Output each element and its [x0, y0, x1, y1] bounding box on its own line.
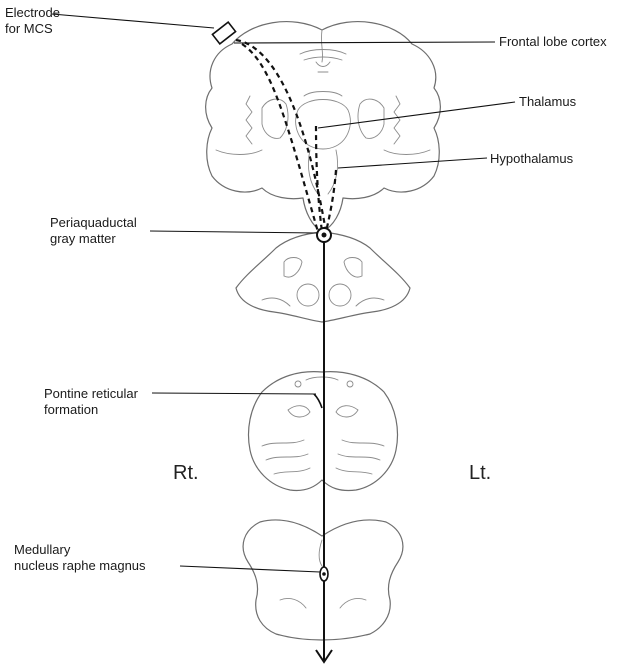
leader-thalamus: [318, 102, 515, 128]
insula-left: [394, 96, 400, 144]
pag-label: Periaquaductal gray matter: [50, 215, 137, 247]
pathway-hypothalamus-to-pag: [326, 170, 336, 232]
pag-label-line2: gray matter: [50, 231, 137, 247]
sylvian-right: [216, 150, 262, 155]
medullary-label-line2: nucleus raphe magnus: [14, 558, 146, 574]
pontine-label-line2: formation: [44, 402, 138, 418]
substantia-nigra-left: [344, 258, 362, 278]
olive-left: [340, 598, 366, 608]
pontine-fibers-right: [262, 440, 310, 474]
electrode-label-line2: for MCS: [5, 21, 60, 37]
septum-marker: [316, 62, 330, 72]
cerebral-peduncle-left: [329, 284, 351, 306]
electrode-label-line1: Electrode: [5, 5, 60, 21]
substantia-nigra-right: [284, 258, 302, 278]
pontine-fibers-left: [336, 440, 384, 474]
right-side-label: Rt.: [173, 462, 199, 485]
cranial-nucleus-right: [295, 381, 301, 387]
pontine-nuclei-right: [288, 406, 310, 417]
crus-right: [262, 298, 290, 306]
third-ventricle: [304, 92, 342, 97]
olive-right: [280, 598, 306, 608]
corpus-callosum: [300, 50, 346, 61]
leader-medullary: [180, 566, 320, 572]
insula-right: [246, 96, 252, 144]
leader-hypothalamus: [338, 158, 487, 168]
pag-core: [322, 233, 327, 238]
lateral-ventricle-left: [358, 99, 384, 138]
sylvian-left: [384, 150, 430, 155]
cranial-nucleus-left: [347, 381, 353, 387]
frontal-lobe-cortex-label: Frontal lobe cortex: [499, 34, 607, 50]
thalamus-outline: [296, 100, 351, 150]
hypothalamus-label: Hypothalamus: [490, 151, 573, 167]
cerebral-peduncle-right: [297, 284, 319, 306]
pag-label-line1: Periaquaductal: [50, 215, 137, 231]
fourth-ventricle: [306, 377, 338, 380]
leader-frontal-lobe: [234, 42, 495, 43]
medullary-label: Medullary nucleus raphe magnus: [14, 542, 146, 574]
electrode-icon: [212, 22, 235, 44]
electrode-label: Electrode for MCS: [5, 5, 60, 37]
pathway-electrode-to-pag: [236, 40, 326, 232]
leader-electrode: [52, 14, 214, 28]
left-side-label: Lt.: [469, 462, 491, 485]
crus-left: [356, 298, 384, 306]
hypothalamus-region: [308, 150, 337, 194]
pontine-reticular-marker: [314, 394, 322, 408]
lateral-ventricle-right: [262, 99, 288, 138]
medullary-midline: [319, 540, 322, 566]
pathway-thalamus-to-pag: [316, 126, 322, 232]
medullary-label-line1: Medullary: [14, 542, 146, 558]
pontine-nuclei-left: [336, 406, 358, 417]
pontine-label-line1: Pontine reticular: [44, 386, 138, 402]
leader-pontine: [152, 393, 316, 394]
raphe-magnus-core: [322, 572, 326, 576]
thalamus-label: Thalamus: [519, 94, 576, 110]
pontine-label: Pontine reticular formation: [44, 386, 138, 418]
leader-pag: [150, 231, 318, 233]
